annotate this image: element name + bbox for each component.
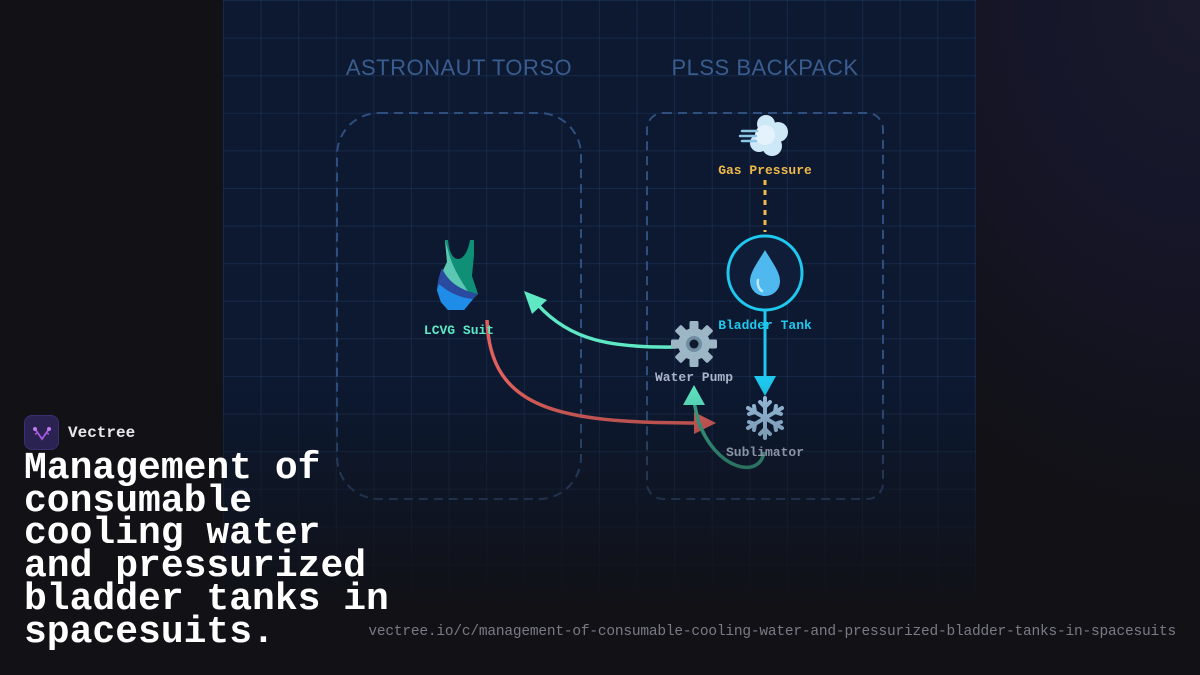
arrowhead-pump-to-lcvg xyxy=(524,291,547,314)
node-label-sublimator[interactable]: Sublimator xyxy=(725,445,805,460)
node-label-lcvg-suit[interactable]: LCVG Suit xyxy=(423,323,495,338)
node-label-gas-pressure[interactable]: Gas Pressure xyxy=(718,163,812,178)
swimsuit-icon xyxy=(437,240,478,310)
brand[interactable]: Vectree xyxy=(24,415,135,450)
node-label-bladder-tank[interactable]: Bladder Tank xyxy=(718,318,812,333)
zone-box-torso xyxy=(336,112,582,500)
zone-title-torso: ASTRONAUT TORSO xyxy=(345,55,573,80)
vectree-logo-icon xyxy=(24,415,59,450)
gear-icon[interactable] xyxy=(671,321,717,367)
node-label-water-pump[interactable]: Water Pump xyxy=(654,370,734,385)
canvas-fade-overlay xyxy=(223,380,976,675)
page-url[interactable]: vectree.io/c/management-of-consumable-co… xyxy=(368,624,1176,640)
water-drop-icon xyxy=(750,250,780,296)
wind-cloud-icon xyxy=(738,115,788,156)
edge-pump-to-lcvg xyxy=(536,303,677,349)
page-title: Management of consumable cooling water a… xyxy=(24,447,389,654)
background-glow xyxy=(976,0,1200,675)
brand-name: Vectree xyxy=(68,423,136,442)
zone-title-plss: PLSS BACKPACK xyxy=(671,55,859,80)
